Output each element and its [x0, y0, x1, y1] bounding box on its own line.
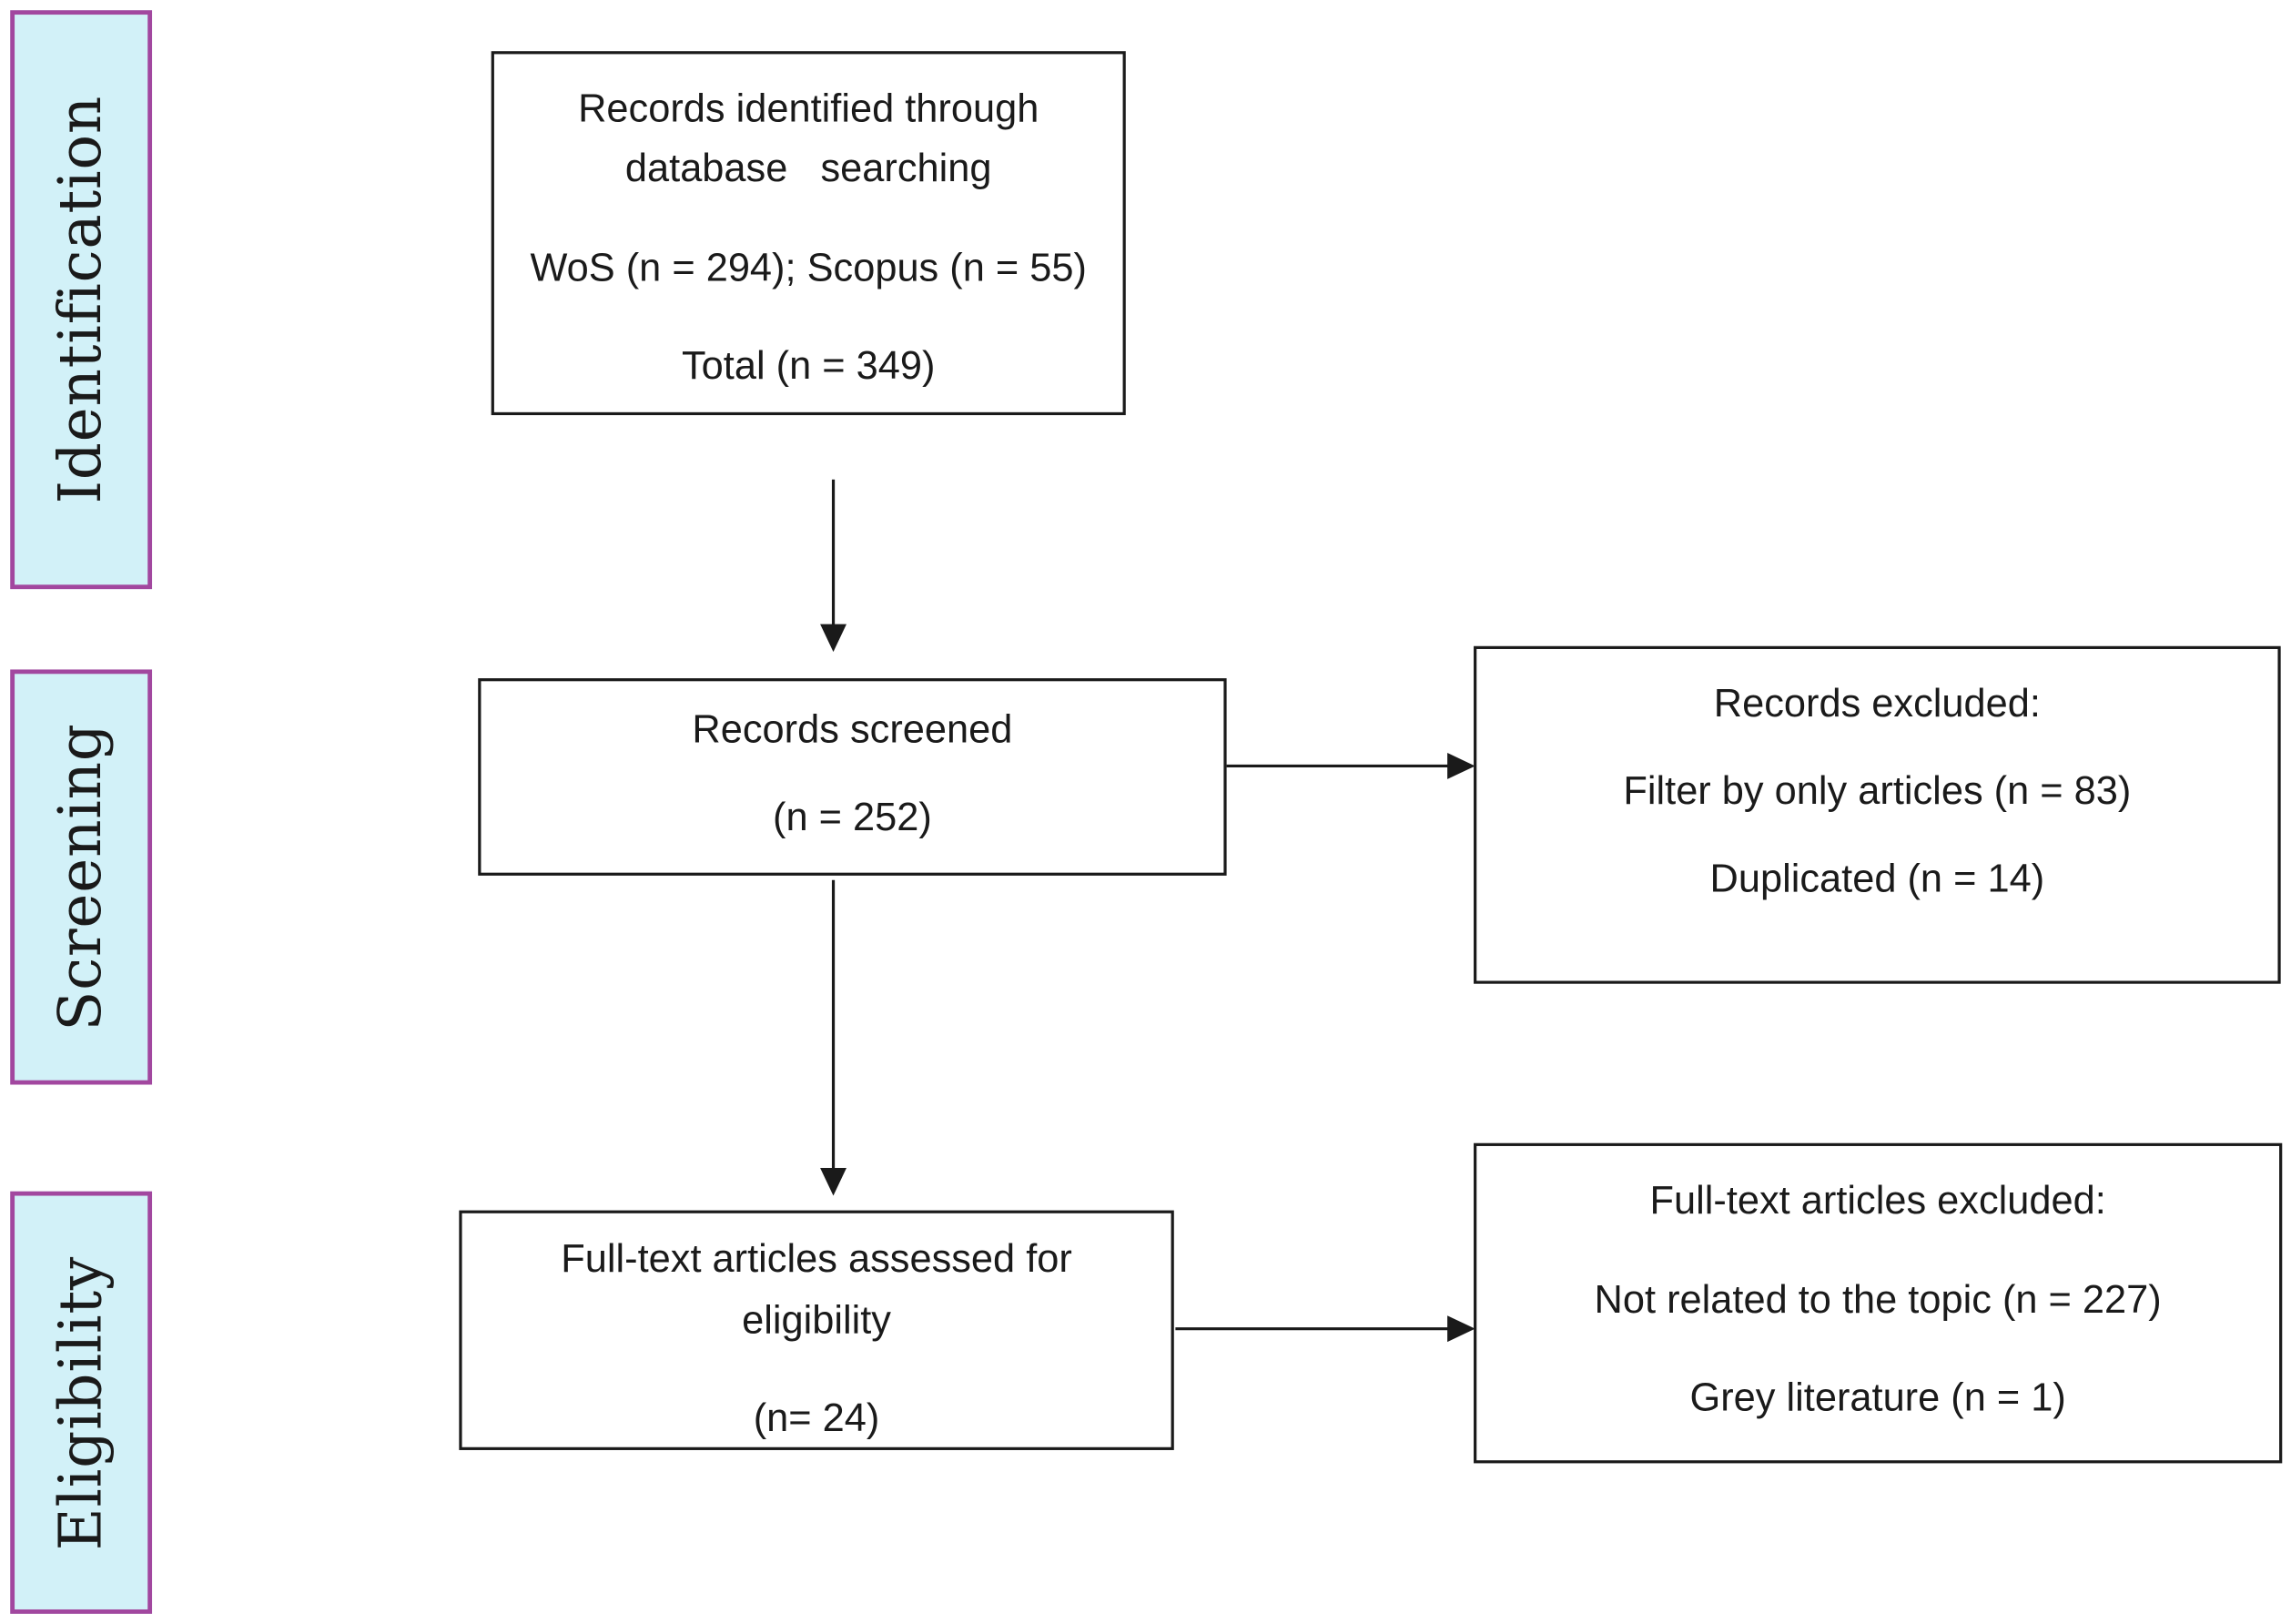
- fulltext-assessed-line1: Full-text articles assessed for: [561, 1236, 1072, 1281]
- records-identified-line2: database searching: [624, 146, 992, 190]
- records-identified-total: Total (n = 349): [681, 343, 936, 388]
- arrow-screened-to-fulltext: [820, 879, 846, 1196]
- fulltext-assessed-count: (n= 24): [753, 1396, 880, 1440]
- fulltext-excluded-title: Full-text articles excluded:: [1649, 1178, 2106, 1223]
- records-screened-count: (n = 252): [773, 795, 932, 839]
- records-screened-box: Records screened (n = 252): [478, 678, 1227, 876]
- records-excluded-filter: Filter by only articles (n = 83): [1623, 768, 2132, 813]
- fulltext-excluded-grey-literature: Grey literature (n = 1): [1689, 1375, 2066, 1420]
- phase-eligibility: Eligibility: [10, 1191, 153, 1614]
- arrow-identified-to-screened: [820, 479, 846, 653]
- records-excluded-box: Records excluded: Filter by only article…: [1474, 645, 2281, 984]
- fulltext-excluded-box: Full-text articles excluded: Not related…: [1474, 1142, 2283, 1464]
- phase-screening: Screening: [10, 669, 153, 1085]
- fulltext-assessed-box: Full-text articles assessed for eligibil…: [459, 1210, 1174, 1450]
- phase-identification: Identification: [10, 10, 153, 590]
- arrow-screened-to-excluded: [1226, 752, 1475, 779]
- arrow-fulltext-to-excluded: [1175, 1315, 1475, 1343]
- fulltext-excluded-not-related: Not related to the topic (n = 227): [1594, 1277, 2162, 1322]
- records-screened-label: Records screened: [692, 707, 1013, 752]
- records-identified-box: Records identified through database sear…: [491, 51, 1126, 416]
- records-identified-line1: Records identified through: [578, 86, 1039, 130]
- records-excluded-title: Records excluded:: [1713, 681, 2041, 726]
- fulltext-assessed-line2: eligibility: [742, 1297, 892, 1343]
- records-identified-sources: WoS (n = 294); Scopus (n = 55): [530, 245, 1087, 289]
- records-excluded-duplicated: Duplicated (n = 14): [1709, 856, 2045, 901]
